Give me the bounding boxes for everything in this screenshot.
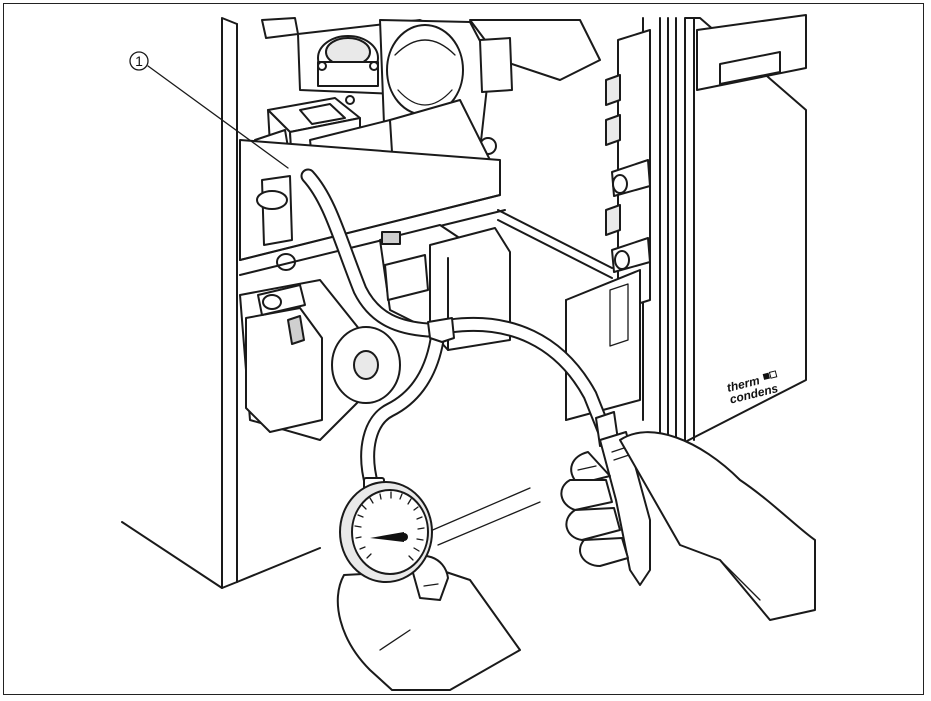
service-valves	[565, 29, 651, 421]
right-hand	[560, 431, 816, 621]
gauge-needle	[370, 532, 404, 542]
test-hose	[300, 168, 612, 494]
pump-housing	[239, 279, 401, 441]
callout-1: 1	[129, 51, 289, 169]
brand-logo-icon	[762, 372, 770, 380]
pressure-gauge	[339, 477, 433, 583]
t-connector	[427, 317, 455, 343]
callout-1-number: 1	[135, 53, 143, 69]
left-hand	[336, 554, 521, 691]
boiler-casing-left	[121, 17, 541, 589]
gauge-scale-ticks	[354, 491, 425, 561]
boiler-casing-right	[497, 14, 807, 443]
